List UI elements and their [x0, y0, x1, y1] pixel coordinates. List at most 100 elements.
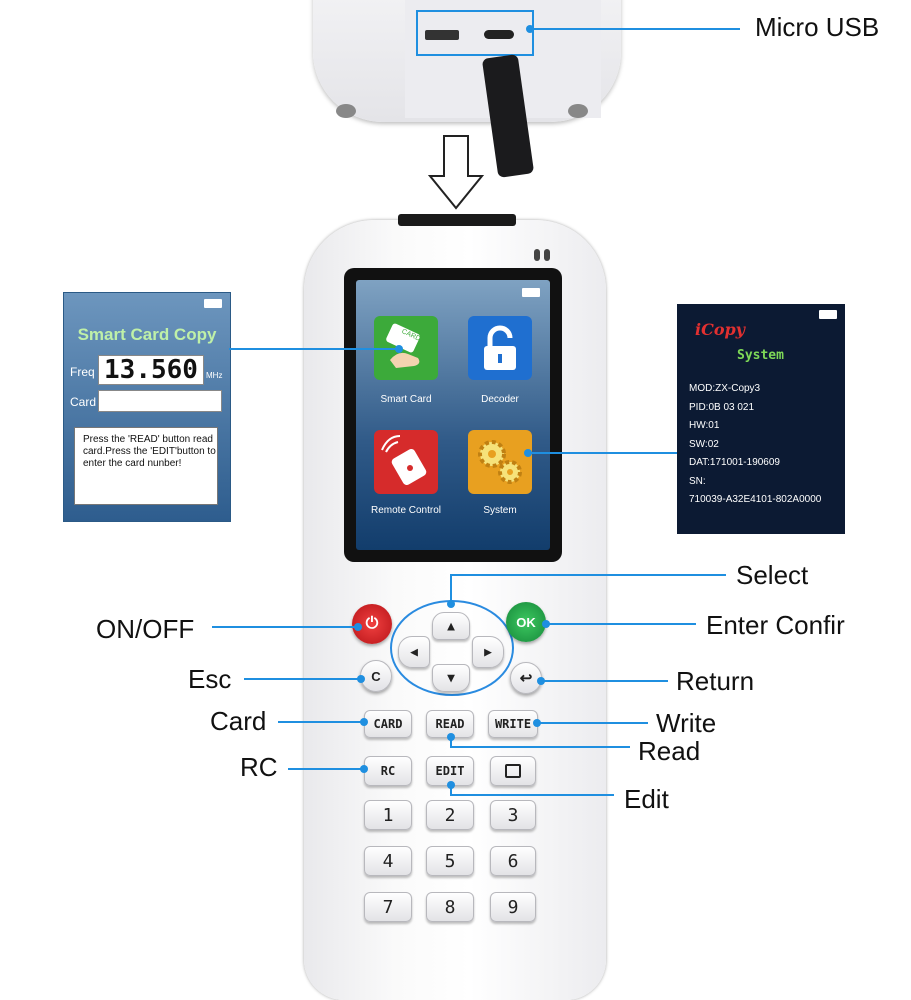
- app-label-system: System: [483, 505, 517, 516]
- esc-label: Esc: [188, 664, 232, 694]
- rubber-foot-right: [568, 104, 588, 118]
- on-off-label: ON/OFF: [96, 614, 195, 644]
- smart-card-dot: [395, 345, 403, 353]
- return-label: Return: [676, 666, 755, 696]
- info-line: MOD:ZX-Copy3: [689, 383, 761, 394]
- select-label: Select: [736, 560, 809, 590]
- smart-card-copy-panel: Smart Card Copy Freq 13.560 MHz Card Pre…: [63, 292, 231, 522]
- clear-button[interactable]: C: [360, 660, 392, 692]
- clear-button-label: C: [371, 668, 381, 684]
- micro-usb-highlight: [416, 10, 534, 56]
- rc-button[interactable]: RC: [364, 756, 412, 786]
- app-label-remote-control: Remote Control: [370, 505, 442, 516]
- panel-title: Smart Card Copy: [77, 325, 217, 344]
- info-line: 710039-A32E4101-802A0000: [689, 494, 822, 505]
- card-button[interactable]: CARD: [364, 710, 412, 738]
- system-info-lines: MOD:ZX-Copy3 PID:0B 03 021 HW:01 SW:02 D…: [689, 380, 821, 510]
- rc-button-label: RC: [380, 764, 396, 778]
- unlock-icon[interactable]: [468, 316, 532, 380]
- write-button-label: WRITE: [494, 717, 532, 731]
- down-arrow-icon: [428, 135, 484, 210]
- return-line: [540, 680, 668, 682]
- dpad-up-button[interactable]: ▲: [432, 612, 470, 640]
- key-1[interactable]: 1: [364, 800, 412, 830]
- enter-label: Enter Confir: [706, 610, 845, 640]
- card-dot: [360, 718, 368, 726]
- system-info-panel: iCopy System MOD:ZX-Copy3 PID:0B 03 021 …: [677, 304, 845, 534]
- micro-usb-dot: [526, 25, 534, 33]
- usb-c-port: [484, 30, 514, 39]
- key-5-label: 5: [444, 850, 456, 872]
- on-off-dot: [354, 623, 362, 631]
- rc-callout-label: RC: [240, 752, 278, 782]
- ok-button-label: OK: [516, 614, 536, 630]
- system-line: [528, 452, 677, 454]
- blank-function-button[interactable]: [490, 756, 536, 786]
- micro-usb-label: Micro USB: [755, 12, 880, 42]
- dpad-right-button[interactable]: ▶: [472, 636, 504, 668]
- key-5[interactable]: 5: [426, 846, 474, 876]
- freq-value: 13.560: [98, 355, 204, 385]
- on-off-line: [212, 626, 356, 628]
- info-line: DAT:171001-190609: [689, 457, 780, 468]
- app-label-decoder: Decoder: [481, 394, 519, 405]
- read-line-v: [450, 736, 452, 748]
- write-line: [536, 722, 648, 724]
- key-3[interactable]: 3: [490, 800, 536, 830]
- select-dot: [447, 600, 455, 608]
- gears-icon[interactable]: [468, 430, 532, 494]
- key-6-label: 6: [507, 850, 519, 872]
- app-label-smart-card: Smart Card: [380, 394, 432, 405]
- arrow-up-icon: ▲: [447, 618, 455, 634]
- key-4[interactable]: 4: [364, 846, 412, 876]
- battery-icon: [522, 288, 540, 297]
- system-title: System: [737, 348, 784, 363]
- key-6[interactable]: 6: [490, 846, 536, 876]
- power-icon: ⏻: [365, 615, 379, 632]
- ok-button[interactable]: OK: [506, 602, 546, 642]
- dpad-left-button[interactable]: ◀: [398, 636, 430, 668]
- smart-card-line: [229, 348, 399, 350]
- micro-usb-port: [425, 30, 459, 40]
- key-2-label: 2: [444, 804, 456, 826]
- dpad-down-button[interactable]: ▼: [432, 664, 470, 692]
- edit-line-h: [450, 794, 614, 796]
- key-9-label: 9: [507, 896, 519, 918]
- info-line: PID:0B 03 021: [689, 401, 755, 413]
- arrow-left-icon: ◀: [410, 644, 418, 660]
- card-button-label: CARD: [373, 717, 403, 731]
- instructions-box: Press the 'READ' button read card.Press …: [74, 427, 218, 505]
- info-line: HW:01: [689, 420, 720, 431]
- key-9[interactable]: 9: [490, 892, 536, 922]
- select-line-h: [450, 574, 726, 576]
- battery-icon: [819, 310, 837, 319]
- device-screen: CARD Smart Card Decoder Remote Control S…: [356, 280, 550, 550]
- write-button[interactable]: WRITE: [488, 710, 538, 738]
- edit-dot: [447, 781, 455, 789]
- key-7-label: 7: [382, 896, 394, 918]
- freq-unit: MHz: [206, 371, 223, 380]
- indicator-leds: [534, 248, 554, 266]
- key-7[interactable]: 7: [364, 892, 412, 922]
- micro-usb-line: [530, 28, 740, 30]
- read-button-label: READ: [435, 717, 465, 731]
- card-line: [278, 721, 364, 723]
- info-line: SN:: [689, 475, 706, 487]
- read-line-h: [450, 746, 630, 748]
- esc-dot: [357, 675, 365, 683]
- return-dot: [537, 677, 545, 685]
- key-8[interactable]: 8: [426, 892, 474, 922]
- info-line: SW:02: [689, 438, 719, 450]
- card-slot: [398, 214, 516, 226]
- battery-icon: [204, 299, 222, 308]
- enter-dot: [542, 620, 550, 628]
- key-2[interactable]: 2: [426, 800, 474, 830]
- arrow-right-icon: ▶: [484, 644, 492, 660]
- arrow-down-icon: ▼: [447, 670, 455, 686]
- esc-line: [244, 678, 360, 680]
- write-dot: [533, 719, 541, 727]
- key-8-label: 8: [444, 896, 456, 918]
- square-icon: [505, 764, 521, 778]
- remote-icon[interactable]: [374, 430, 438, 494]
- key-1-label: 1: [382, 804, 394, 826]
